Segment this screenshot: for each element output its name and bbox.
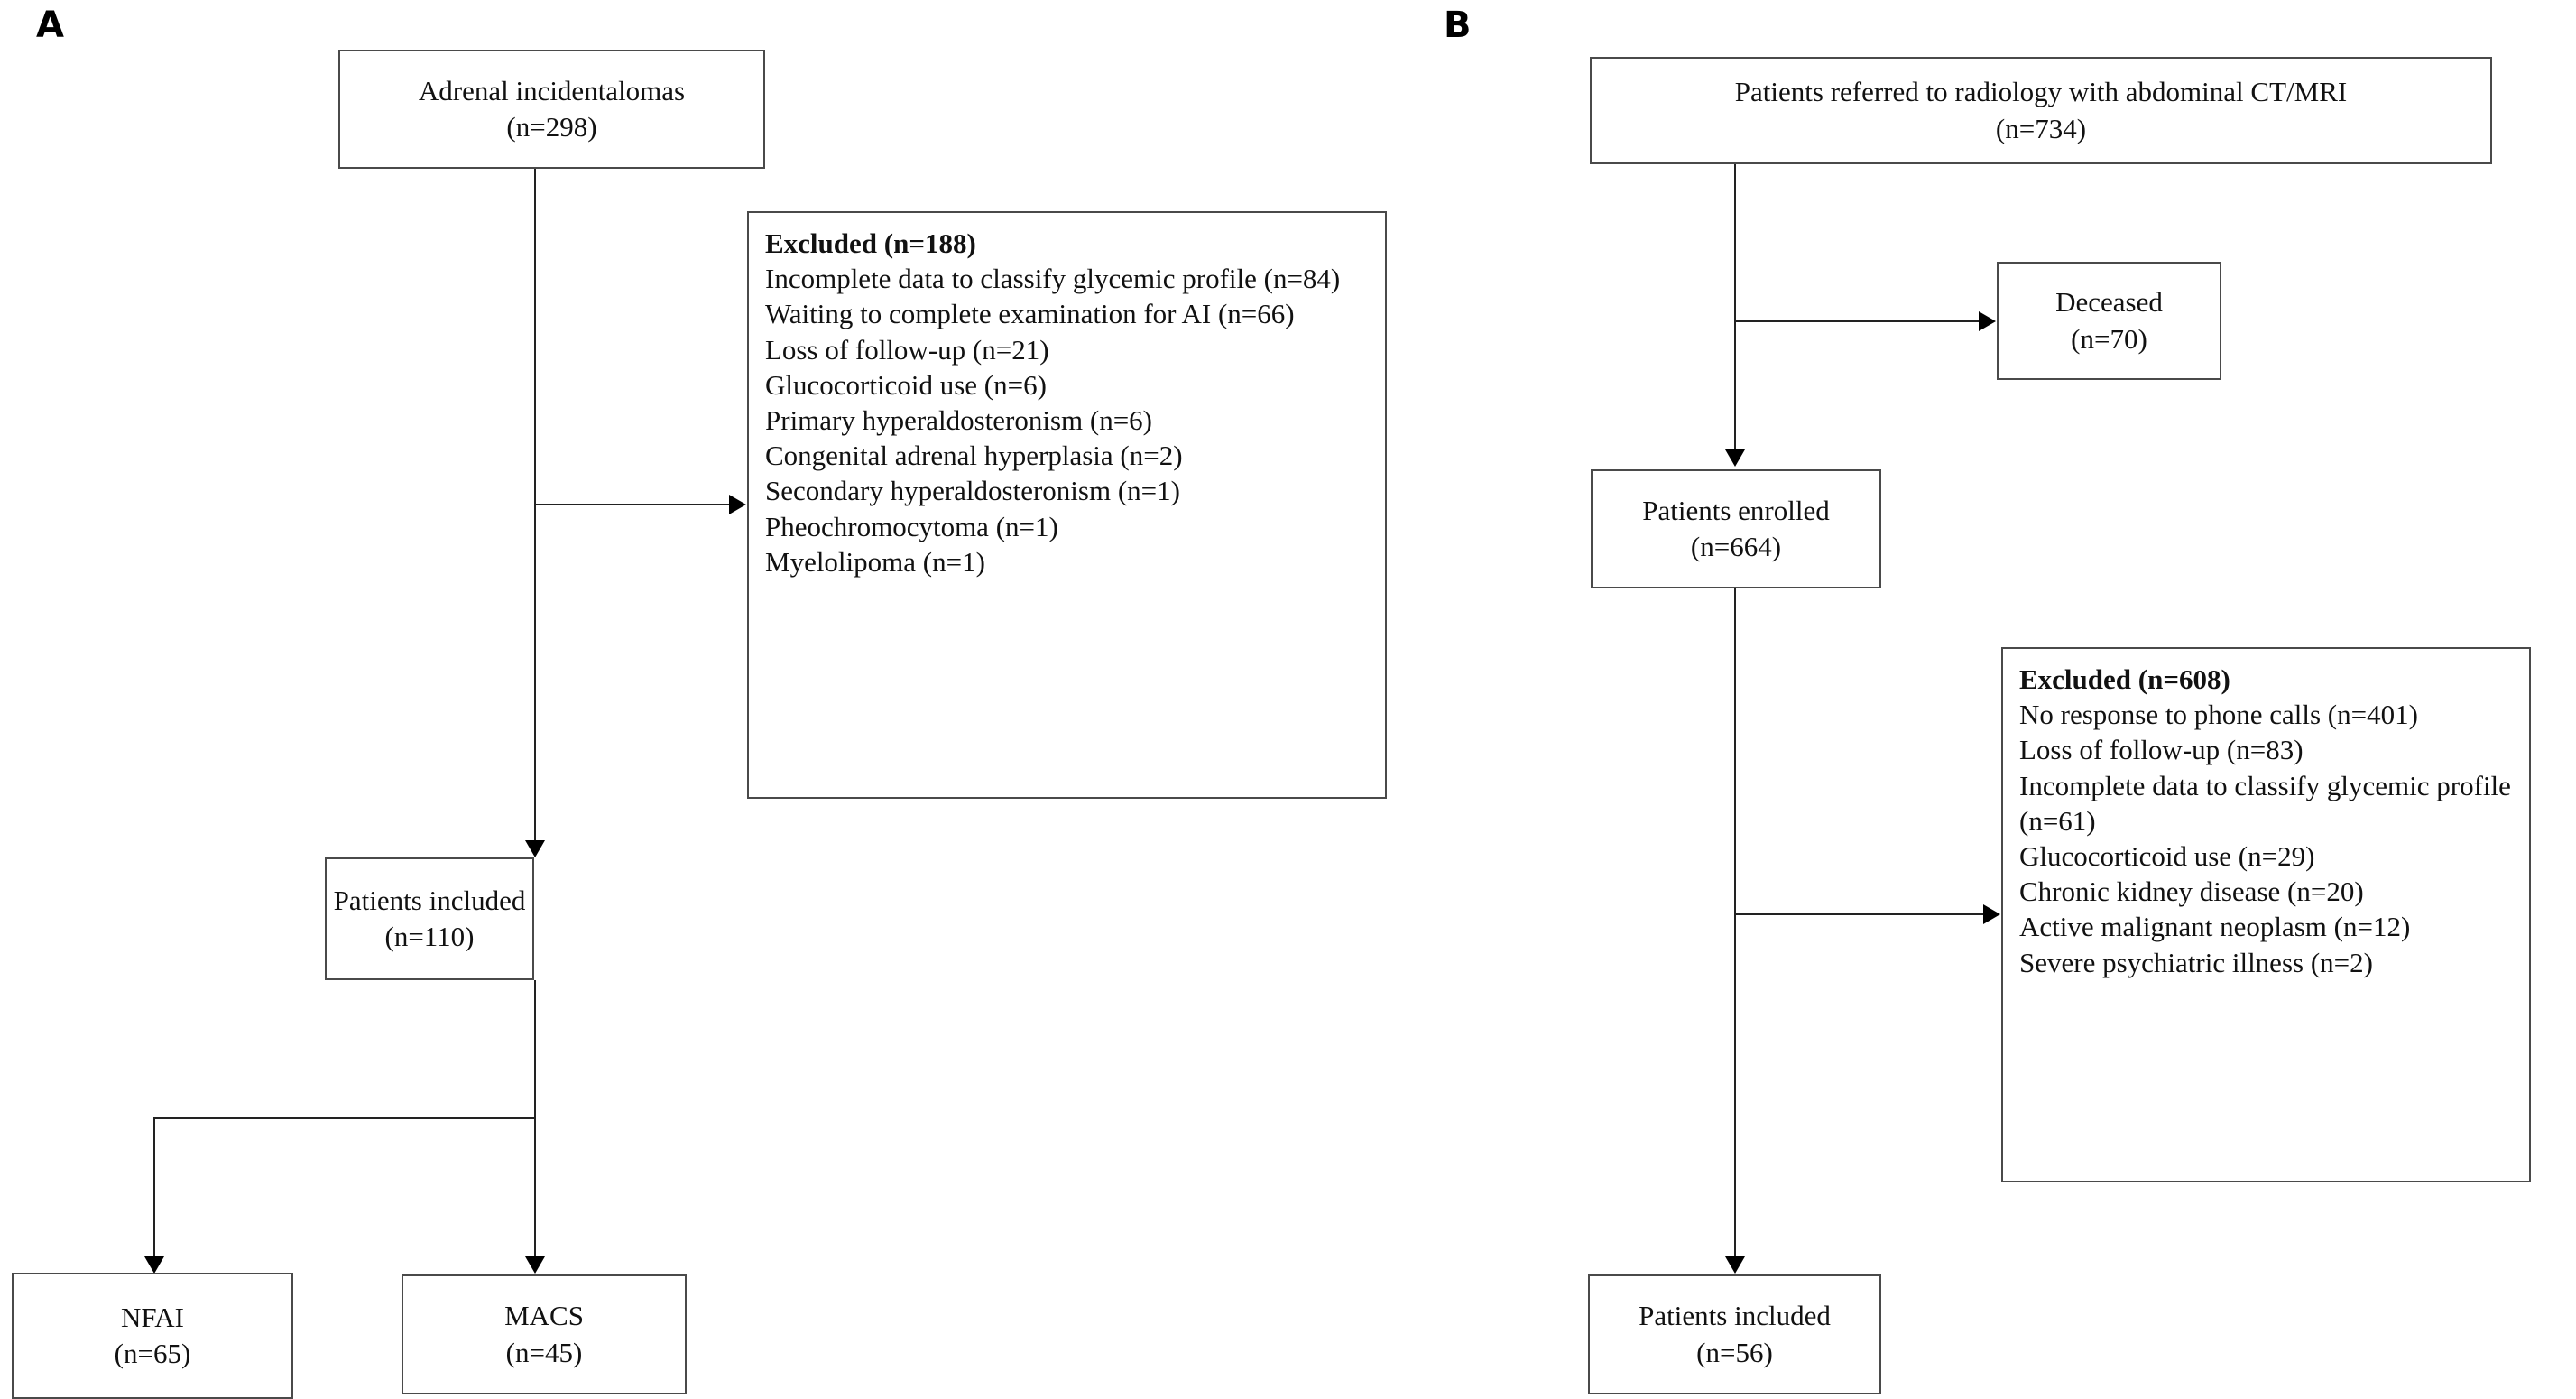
node-a-source-line1: Adrenal incidentalomas <box>418 74 686 107</box>
node-a-included-line2: (n=110) <box>384 921 475 952</box>
node-b-deceased-line2: (n=70) <box>2071 322 2147 355</box>
node-b-source-line2: (n=734) <box>1995 112 2087 144</box>
node-a-group-macs-line1: MACS <box>504 1300 584 1332</box>
node-b-excluded-item-3: Glucocorticoid use (n=29) <box>2019 840 2315 873</box>
arrowhead-a-excluded <box>729 495 746 514</box>
node-b-enrolled-line1: Patients enrolled <box>1642 494 1830 526</box>
node-a-included: Patients included (n=110) <box>325 857 534 980</box>
node-a-group-macs: MACS (n=45) <box>402 1274 687 1394</box>
node-a-excluded: Excluded (n=188) Incomplete data to clas… <box>747 211 1387 799</box>
node-a-excluded-item-0: Incomplete data to classify glycemic pro… <box>765 263 1341 295</box>
connector-b-deceased <box>1734 320 1979 322</box>
node-a-group-nfai-line2: (n=65) <box>114 1338 191 1369</box>
node-b-excluded-item-2: Incomplete data to classify glycemic pro… <box>2019 769 2511 837</box>
connector-a-right-branch <box>534 1117 536 1265</box>
node-b-excluded-heading: Excluded (n=608) <box>2019 663 2230 695</box>
node-b-excluded-item-5: Active malignant neoplasm (n=12) <box>2019 911 2411 943</box>
connector-b-trunk-1 <box>1734 164 1736 451</box>
arrowhead-a-right-branch <box>525 1256 545 1274</box>
node-a-excluded-heading: Excluded (n=188) <box>765 227 976 259</box>
arrowhead-b-trunk-1 <box>1725 449 1745 467</box>
node-a-excluded-item-6: Secondary hyperaldosteronism (n=1) <box>765 475 1180 507</box>
node-a-excluded-item-4: Primary hyperaldosteronism (n=6) <box>765 404 1153 437</box>
connector-a-trunk <box>534 169 536 842</box>
arrowhead-a-trunk <box>525 840 545 857</box>
node-b-included: Patients included (n=56) <box>1588 1274 1881 1394</box>
connector-a-split-stem <box>534 980 536 1118</box>
arrowhead-a-left-branch <box>144 1256 164 1274</box>
node-a-group-nfai-line1: NFAI <box>120 1301 185 1333</box>
node-b-deceased: Deceased (n=70) <box>1997 262 2221 380</box>
connector-a-split-bar <box>153 1117 536 1119</box>
node-a-excluded-item-8: Myelolipoma (n=1) <box>765 545 985 578</box>
node-a-excluded-item-7: Pheochromocytoma (n=1) <box>765 510 1058 542</box>
node-a-group-macs-line2: (n=45) <box>505 1336 583 1368</box>
node-b-source-line1: Patients referred to radiology with abdo… <box>1734 76 2348 108</box>
node-a-source-line2: (n=298) <box>506 111 597 143</box>
node-b-deceased-line1: Deceased <box>2055 286 2163 319</box>
arrowhead-b-excluded <box>1983 904 2000 924</box>
node-b-excluded-item-0: No response to phone calls (n=401) <box>2019 699 2418 731</box>
node-a-included-line1: Patients included <box>333 884 526 916</box>
connector-a-left-branch <box>153 1117 155 1265</box>
node-a-excluded-item-3: Glucocorticoid use (n=6) <box>765 368 1047 401</box>
connector-b-trunk-2 <box>1734 588 1736 1258</box>
node-a-group-nfai: NFAI (n=65) <box>12 1273 293 1399</box>
node-a-excluded-item-2: Loss of follow-up (n=21) <box>765 333 1049 366</box>
node-b-excluded-item-1: Loss of follow-up (n=83) <box>2019 734 2304 766</box>
panel-label-a: A <box>36 5 64 46</box>
connector-a-excluded <box>534 504 729 505</box>
connector-b-excluded <box>1734 913 1983 915</box>
node-a-source: Adrenal incidentalomas (n=298) <box>338 50 765 169</box>
node-b-excluded: Excluded (n=608) No response to phone ca… <box>2001 647 2531 1182</box>
node-a-excluded-item-5: Congenital adrenal hyperplasia (n=2) <box>765 440 1183 472</box>
node-b-excluded-item-4: Chronic kidney disease (n=20) <box>2019 876 2364 908</box>
arrowhead-b-trunk-2 <box>1725 1256 1745 1274</box>
node-b-enrolled: Patients enrolled (n=664) <box>1591 469 1881 588</box>
node-a-excluded-item-1: Waiting to complete examination for AI (… <box>765 298 1295 330</box>
node-b-excluded-item-6: Severe psychiatric illness (n=2) <box>2019 946 2373 978</box>
node-b-included-line1: Patients included <box>1639 1300 1831 1332</box>
arrowhead-b-deceased <box>1979 311 1996 331</box>
panel-label-b: B <box>1444 5 1472 46</box>
node-b-source: Patients referred to radiology with abdo… <box>1590 57 2492 164</box>
node-b-enrolled-line2: (n=664) <box>1690 531 1782 562</box>
node-b-included-line2: (n=56) <box>1696 1336 1773 1368</box>
